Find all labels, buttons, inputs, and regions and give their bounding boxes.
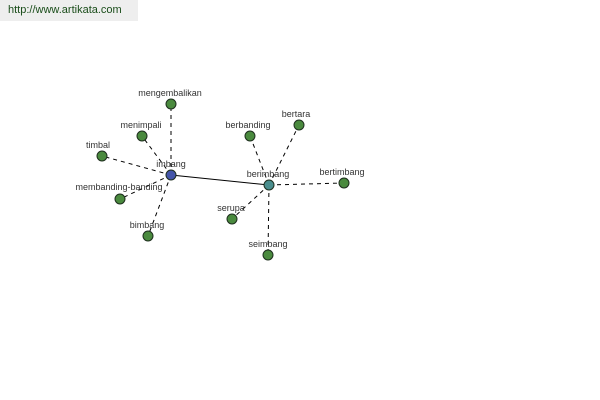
node-label-bertara[interactable]: bertara [282,109,311,119]
node-membanding-banding[interactable] [114,193,126,205]
hub-label-imbang[interactable]: imbang [156,159,186,169]
node-bimbang[interactable] [142,230,154,242]
node-bertimbang[interactable] [338,177,350,189]
edge-imbang-membanding-banding [119,174,172,200]
edge-imbang-berimbang [170,174,270,186]
node-label-bimbang[interactable]: bimbang [130,220,165,230]
edge-berimbang-berbanding [249,135,270,186]
edge-imbang-menimpali [141,135,172,176]
source-url-banner[interactable]: http://www.artikata.com [0,0,138,21]
node-timbal[interactable] [96,150,108,162]
hub-node-imbang[interactable] [165,169,177,181]
node-label-berbanding[interactable]: berbanding [225,120,270,130]
edge-berimbang-seimbang [267,184,270,256]
edge-imbang-bimbang [147,174,172,237]
edges-layer [101,104,345,256]
node-seimbang[interactable] [262,249,274,261]
node-bertara[interactable] [293,119,305,131]
node-label-bertimbang[interactable]: bertimbang [319,167,364,177]
nodes-layer [96,98,350,261]
node-label-serupa[interactable]: serupa [217,203,245,213]
edge-imbang-timbal [101,155,172,176]
hub-label-berimbang[interactable]: berimbang [247,169,290,179]
labels-layer: mengembalikan menimpali timbal membanding-b… [75,88,364,249]
edge-berimbang-serupa [231,184,270,220]
node-menimpali[interactable] [136,130,148,142]
hub-node-berimbang[interactable] [263,179,275,191]
edge-berimbang-bertimbang [268,182,345,186]
node-label-menimpali[interactable]: menimpali [120,120,161,130]
node-berbanding[interactable] [244,130,256,142]
node-mengembalikan[interactable] [165,98,177,110]
node-serupa[interactable] [226,213,238,225]
edge-berimbang-bertara [268,124,300,186]
node-label-mengembalikan[interactable]: mengembalikan [138,88,202,98]
node-label-membanding-banding[interactable]: membanding-banding [75,182,162,192]
node-label-seimbang[interactable]: seimbang [248,239,287,249]
node-label-timbal[interactable]: timbal [86,140,110,150]
